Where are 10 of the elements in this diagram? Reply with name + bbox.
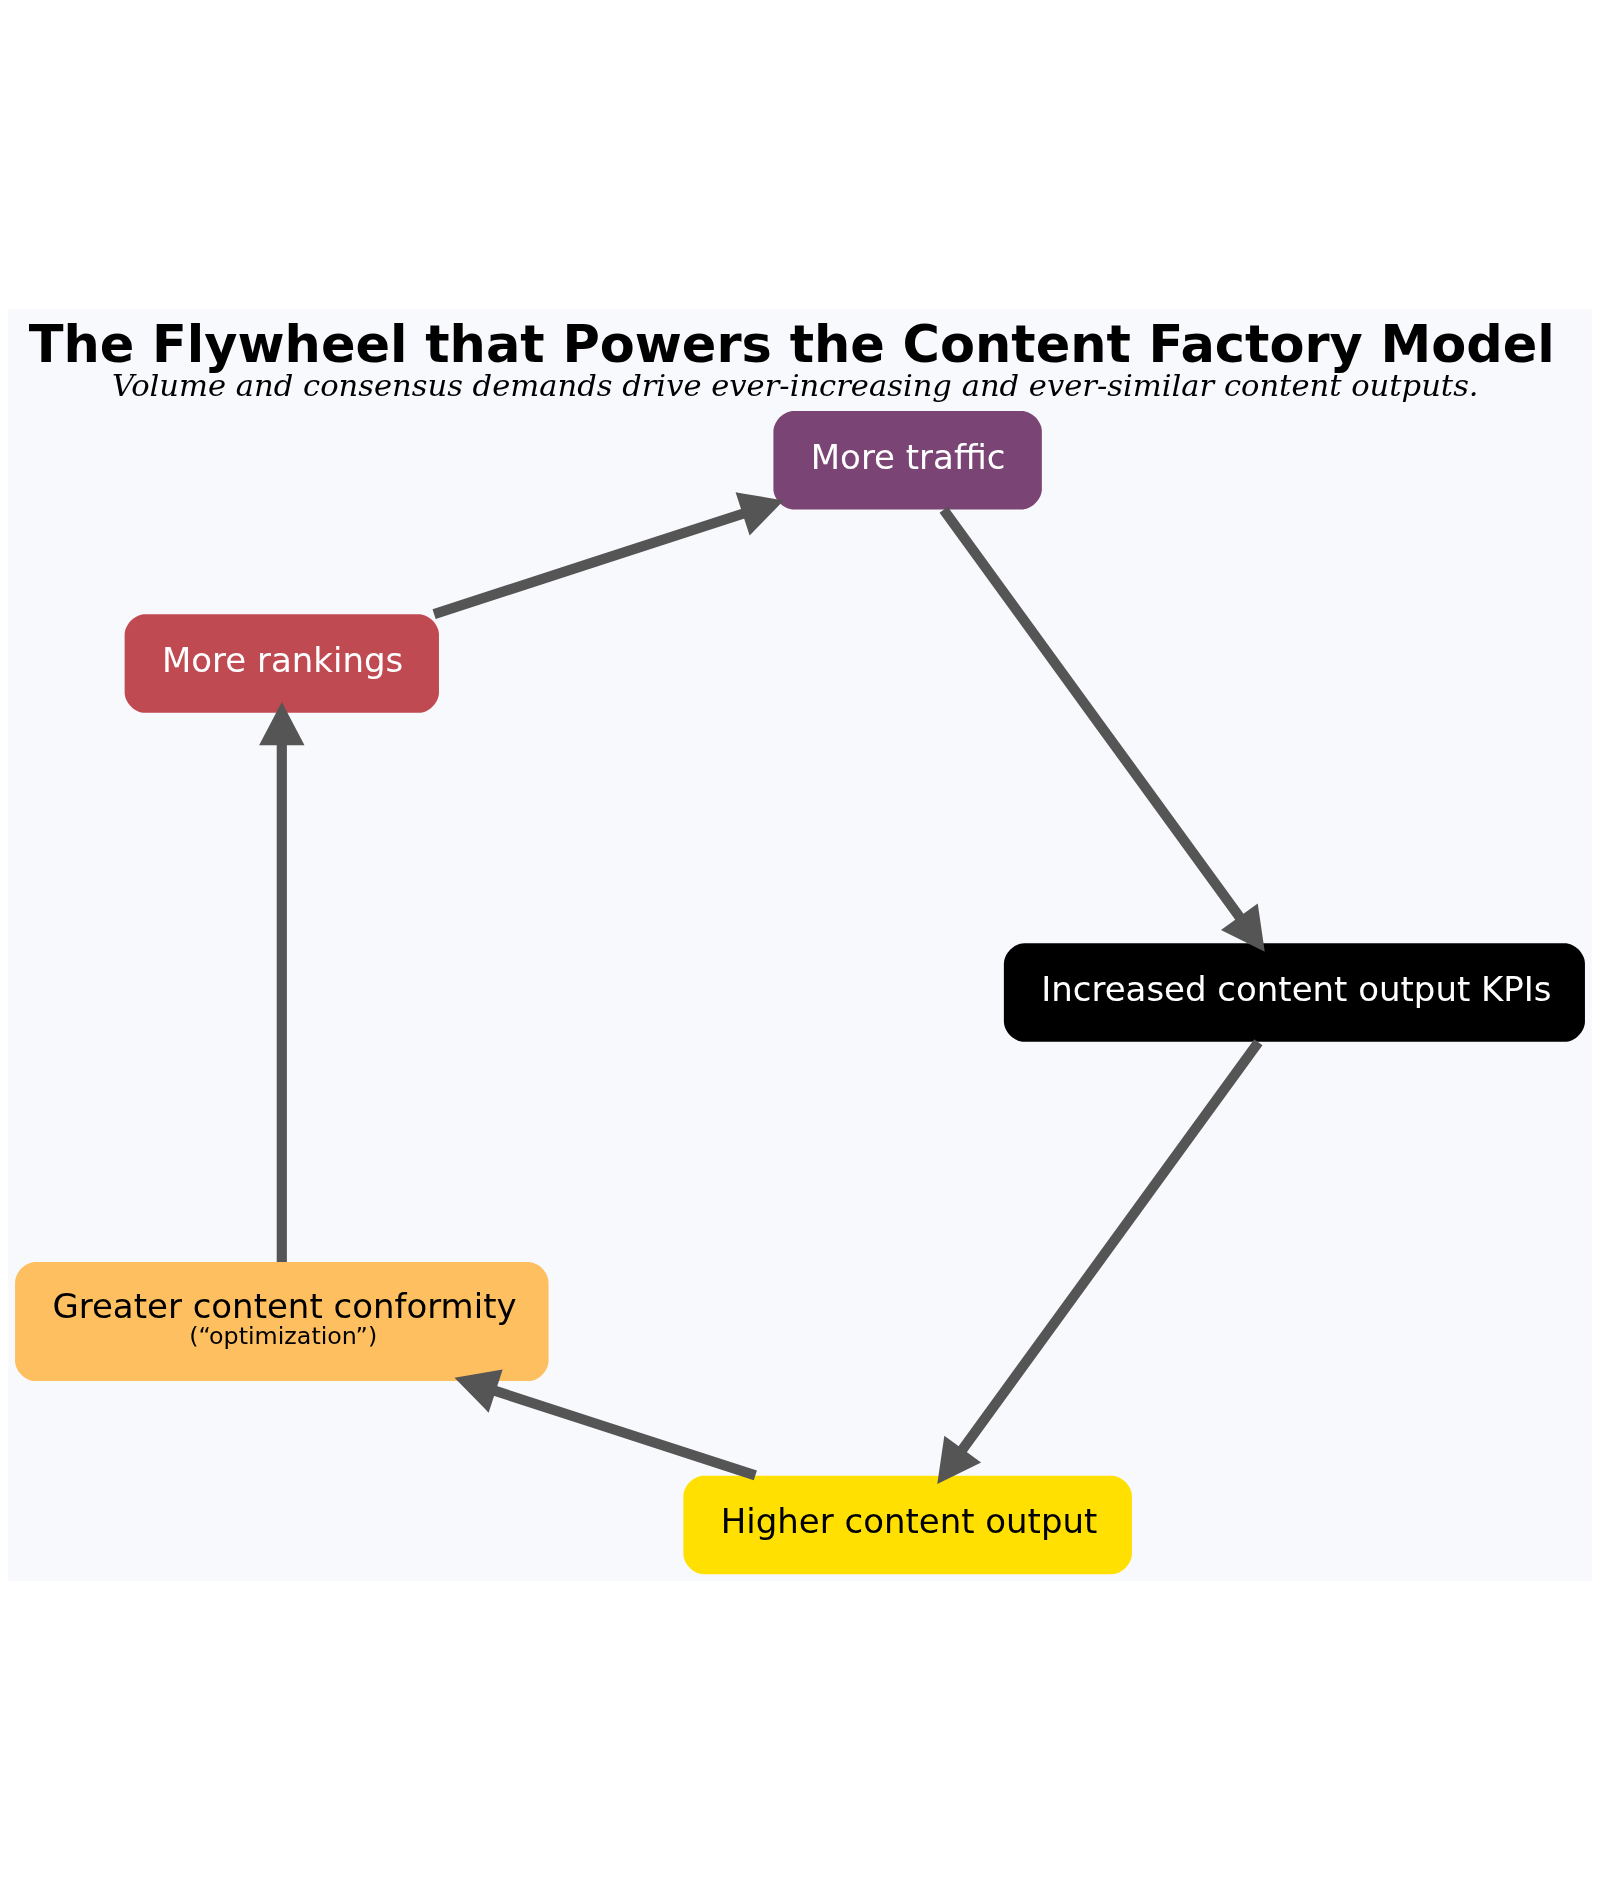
arrow <box>454 1369 757 1481</box>
node-box: Increased content output KPIs <box>1003 943 1585 1042</box>
arrow <box>432 492 784 619</box>
node-box: More traffic <box>773 410 1042 510</box>
node-box: Higher content output <box>683 1475 1132 1575</box>
arrow <box>937 1039 1263 1485</box>
node-box: Greater content conformity (“optimization”) <box>15 1262 549 1382</box>
arrow <box>939 506 1265 952</box>
node-box: More rankings <box>124 614 439 713</box>
arrow <box>259 701 305 1263</box>
